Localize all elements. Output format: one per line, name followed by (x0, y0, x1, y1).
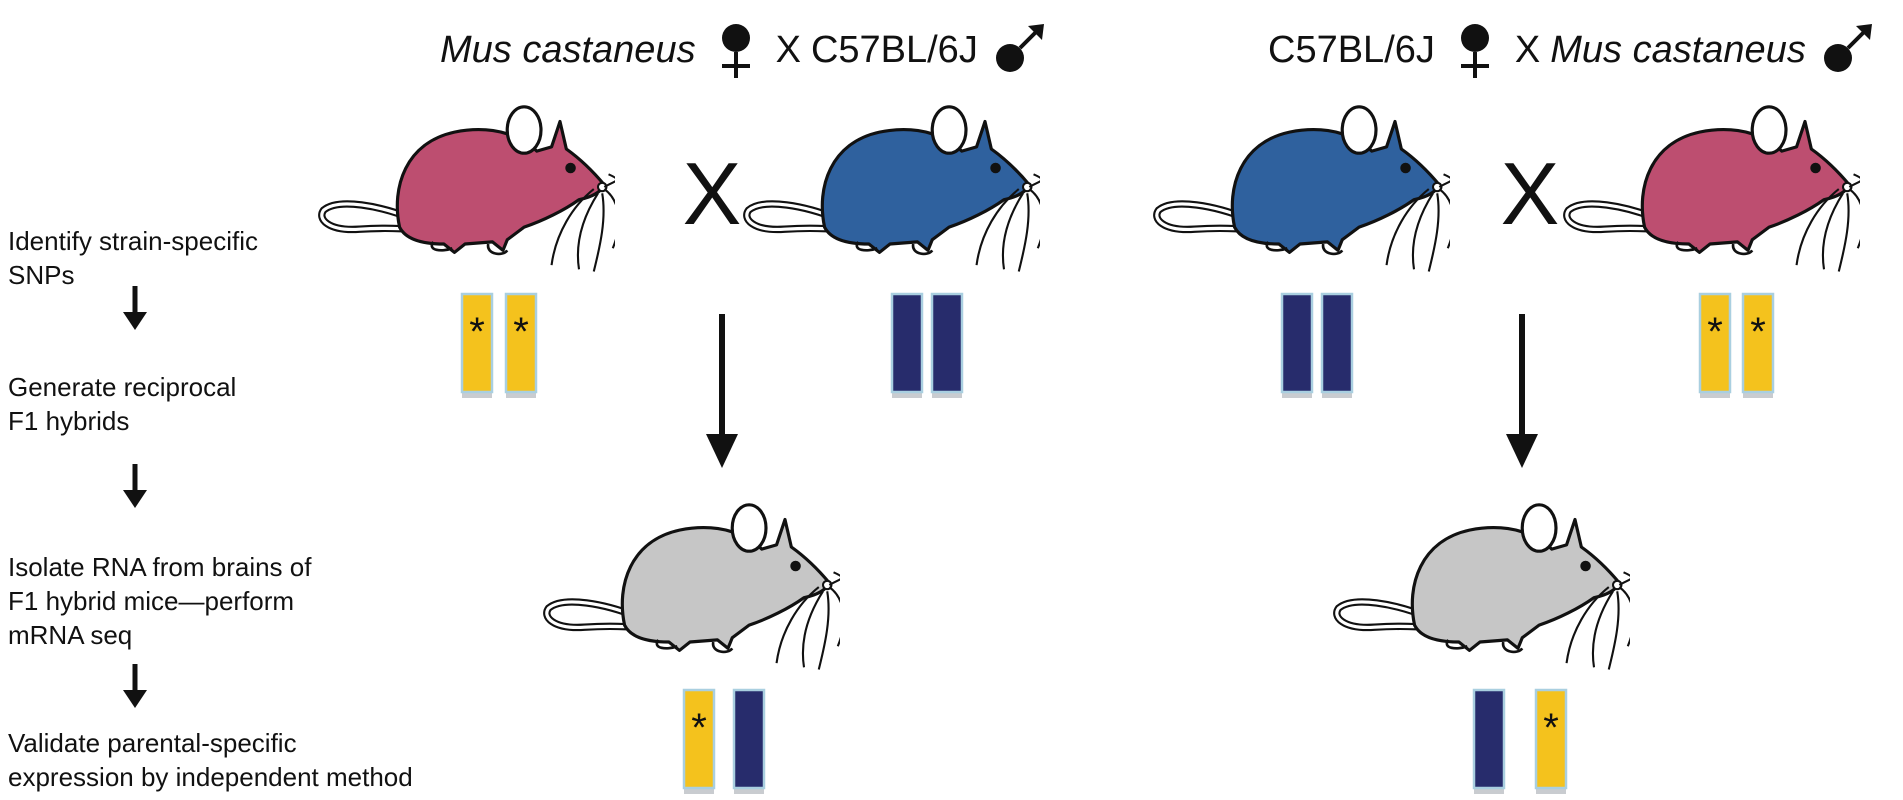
chromosome-icon (1320, 292, 1354, 394)
chromosome-f1-paternal-c57 (732, 688, 766, 794)
step-generate-hybrids: Generate reciprocal F1 hybrids (8, 372, 237, 436)
chromosome-shadow (506, 390, 536, 398)
step-validate-expression: Validate parental-specific expression by… (8, 728, 413, 792)
cross-title-left: Mus castaneus X C57BL/6J (440, 22, 1048, 78)
chromosome-shadow (1700, 390, 1730, 398)
chromosome-shadow (734, 786, 764, 794)
snp-marker: * (691, 706, 707, 750)
mouse-icon-f1-hybrid-right (1337, 505, 1634, 670)
cross-symbol: X (1514, 28, 1541, 71)
step-identify-snps: Identify strain-specific SNPs (8, 226, 258, 290)
chromosome-shadow (1322, 390, 1352, 398)
chromosome-f1-maternal-c57 (1472, 688, 1506, 794)
chromosome-c57-2 (930, 292, 964, 398)
down-arrow-icon (123, 664, 147, 708)
chromosome-icon (504, 292, 538, 394)
down-arrow-icon (123, 464, 147, 508)
chromosome-icon (682, 688, 716, 790)
chromosome-shadow (684, 786, 714, 794)
cross-symbol: X (775, 28, 801, 71)
chromosome-castaneus-1: * (460, 292, 494, 398)
down-arrow-icon (123, 286, 147, 330)
snp-marker: * (513, 310, 529, 354)
chromosome-shadow (462, 390, 492, 398)
chromosome-icon (732, 688, 766, 790)
male-strain-label: C57BL/6J (810, 28, 978, 71)
chromosome-shadow (932, 390, 962, 398)
chromosome-castaneus-3: * (1698, 292, 1732, 398)
cross-arrow-right (1506, 314, 1538, 468)
cross-arrow-left (706, 314, 738, 468)
mouse-icon-castaneus-male (1567, 107, 1864, 272)
chromosome-shadow (1536, 786, 1566, 794)
step-isolate-rna: Isolate RNA from brains of F1 hybrid mic… (8, 552, 312, 650)
chromosome-icon (1741, 292, 1775, 394)
male-strain-label: Mus castaneus (1550, 28, 1806, 71)
chromosome-shadow (892, 390, 922, 398)
chromosome-icon (890, 292, 924, 394)
chromosome-c57-4 (1320, 292, 1354, 398)
chromosome-castaneus-4: * (1741, 292, 1775, 398)
mouse-icon-c57-male (747, 107, 1044, 272)
female-strain-label: C57BL/6J (1268, 28, 1435, 71)
cross-title-right: C57BL/6J X Mus castaneus (1268, 22, 1876, 78)
snp-marker: * (469, 310, 485, 354)
mouse-icon-c57-female (1157, 107, 1454, 272)
chromosome-c57-3 (1280, 292, 1314, 398)
snp-marker: * (1707, 310, 1723, 354)
chromosome-icon (1472, 688, 1506, 790)
chromosome-f1-maternal-castaneus: * (682, 688, 716, 794)
mouse-cross-symbol-right: X (1500, 144, 1560, 243)
chromosome-shadow (1474, 786, 1504, 794)
chromosome-shadow (1282, 390, 1312, 398)
chromosome-icon (1698, 292, 1732, 394)
down-arrow-icon (706, 434, 738, 468)
female-strain-label: Mus castaneus (440, 28, 696, 71)
arrow-group (706, 314, 1538, 468)
chromosome-icon (1534, 688, 1568, 790)
down-arrow-icon (1506, 434, 1538, 468)
chromosome-shadow (1743, 390, 1773, 398)
chromosome-castaneus-2: * (504, 292, 538, 398)
chromosome-group: * * * * * * (460, 292, 1775, 794)
chromosome-icon (1280, 292, 1314, 394)
snp-marker: * (1750, 310, 1766, 354)
snp-marker: * (1543, 706, 1559, 750)
chromosome-icon (460, 292, 494, 394)
mouse-cross-symbol-left: X (682, 144, 742, 243)
chromosome-icon (930, 292, 964, 394)
chromosome-f1-paternal-castaneus: * (1534, 688, 1568, 794)
mouse-icon-f1-hybrid-left (547, 505, 844, 670)
chromosome-c57-1 (890, 292, 924, 398)
